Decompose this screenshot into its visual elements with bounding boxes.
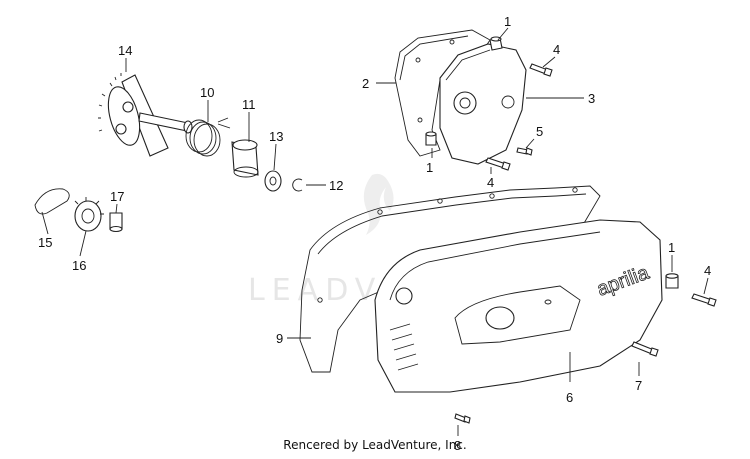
callout-2: 2 xyxy=(362,76,369,91)
part-7-bolt xyxy=(631,341,659,357)
callout-1: 1 xyxy=(426,160,433,175)
callout-4: 4 xyxy=(487,175,494,190)
part-8-screw xyxy=(454,413,471,424)
part-13-washer xyxy=(264,170,282,192)
part-5-screw xyxy=(516,147,533,156)
callout-1: 1 xyxy=(668,240,675,255)
callouts: 1 2 3 4 5 1 4 14 10 11 13 12 17 15 16 1 … xyxy=(38,14,711,453)
part-1-dowel-mid xyxy=(425,131,437,146)
callout-4: 4 xyxy=(704,263,711,278)
leader-lines xyxy=(41,27,709,436)
part-6-variator-cover: aprilia xyxy=(374,219,663,393)
callout-5: 5 xyxy=(536,124,543,139)
part-1-dowel-top xyxy=(489,36,503,51)
callout-9: 9 xyxy=(276,331,283,346)
callout-11: 11 xyxy=(242,97,256,112)
callout-7: 7 xyxy=(635,378,642,393)
callout-14: 14 xyxy=(118,43,132,58)
part-12-circlip xyxy=(292,178,303,192)
callout-6: 6 xyxy=(566,390,573,405)
part-14-kickstart-gear xyxy=(98,73,193,157)
part-9-large-gasket xyxy=(299,185,601,373)
callout-1: 1 xyxy=(504,14,511,29)
part-17-pin xyxy=(109,212,123,233)
part-3-cover xyxy=(439,43,527,165)
part-4-bolt-upper xyxy=(529,63,553,77)
callout-15: 15 xyxy=(38,235,52,250)
part-4-bolt-right xyxy=(691,293,717,307)
callout-13: 13 xyxy=(269,129,283,144)
credit-line: Rencered by LeadVenture, Inc. xyxy=(283,438,467,452)
callout-16: 16 xyxy=(72,258,86,273)
part-16-pinion xyxy=(74,197,104,232)
callout-12: 12 xyxy=(329,178,343,193)
part-1-dowel-right xyxy=(665,273,679,289)
part-15-wire-clip xyxy=(34,188,70,215)
callout-4: 4 xyxy=(553,42,560,57)
callout-17: 17 xyxy=(110,189,124,204)
callout-8: 8 xyxy=(454,438,461,453)
part-11-bushing xyxy=(231,139,259,178)
callout-3: 3 xyxy=(588,91,595,106)
part-10-spring xyxy=(185,117,231,157)
callout-10: 10 xyxy=(200,85,214,100)
part-4-bolt-lower xyxy=(485,157,511,171)
